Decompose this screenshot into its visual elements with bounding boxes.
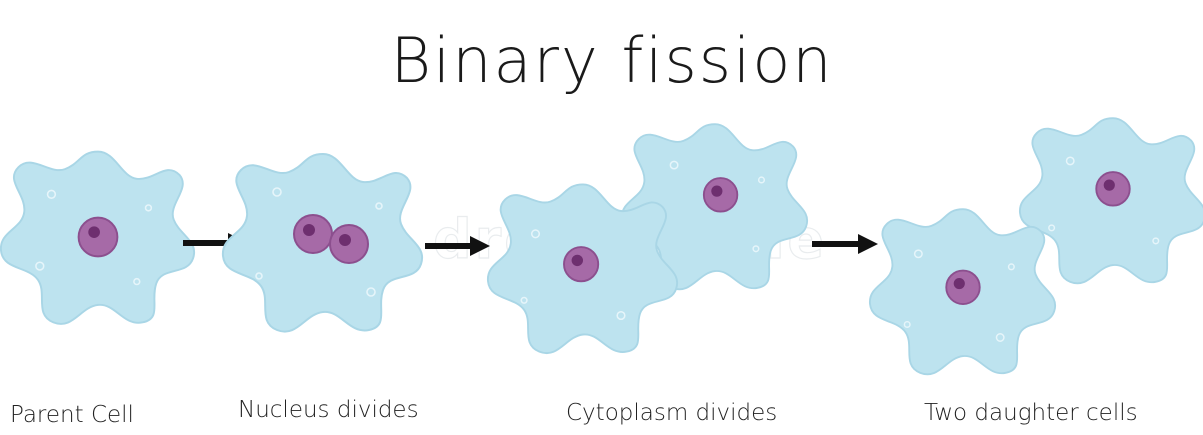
diagram-title: Binary fission bbox=[390, 24, 833, 97]
nucleus-right bbox=[330, 225, 368, 263]
stage-label-two-daughter-cells: Two daughter cells bbox=[924, 400, 1138, 426]
dividing-cell-lower bbox=[488, 184, 677, 353]
cytoplasm-dividing-cells bbox=[488, 124, 807, 353]
nucleus bbox=[79, 218, 118, 257]
daughter-cell-upper bbox=[1020, 118, 1203, 283]
stage-label-nucleus-divides: Nucleus divides bbox=[238, 397, 419, 423]
nucleus-left bbox=[294, 215, 332, 253]
stage-label-parent-cell: Parent Cell bbox=[10, 402, 134, 428]
nucleus bbox=[704, 178, 737, 211]
nucleus bbox=[1096, 172, 1129, 205]
daughter-cell-lower bbox=[870, 209, 1055, 374]
dividing-nucleus-cell bbox=[223, 154, 422, 332]
nucleus bbox=[564, 247, 598, 281]
stage-label-cytoplasm-divides: Cytoplasm divides bbox=[566, 400, 777, 426]
nucleus bbox=[946, 271, 979, 304]
daughter-cells bbox=[870, 118, 1203, 374]
parent-cell bbox=[1, 152, 194, 324]
